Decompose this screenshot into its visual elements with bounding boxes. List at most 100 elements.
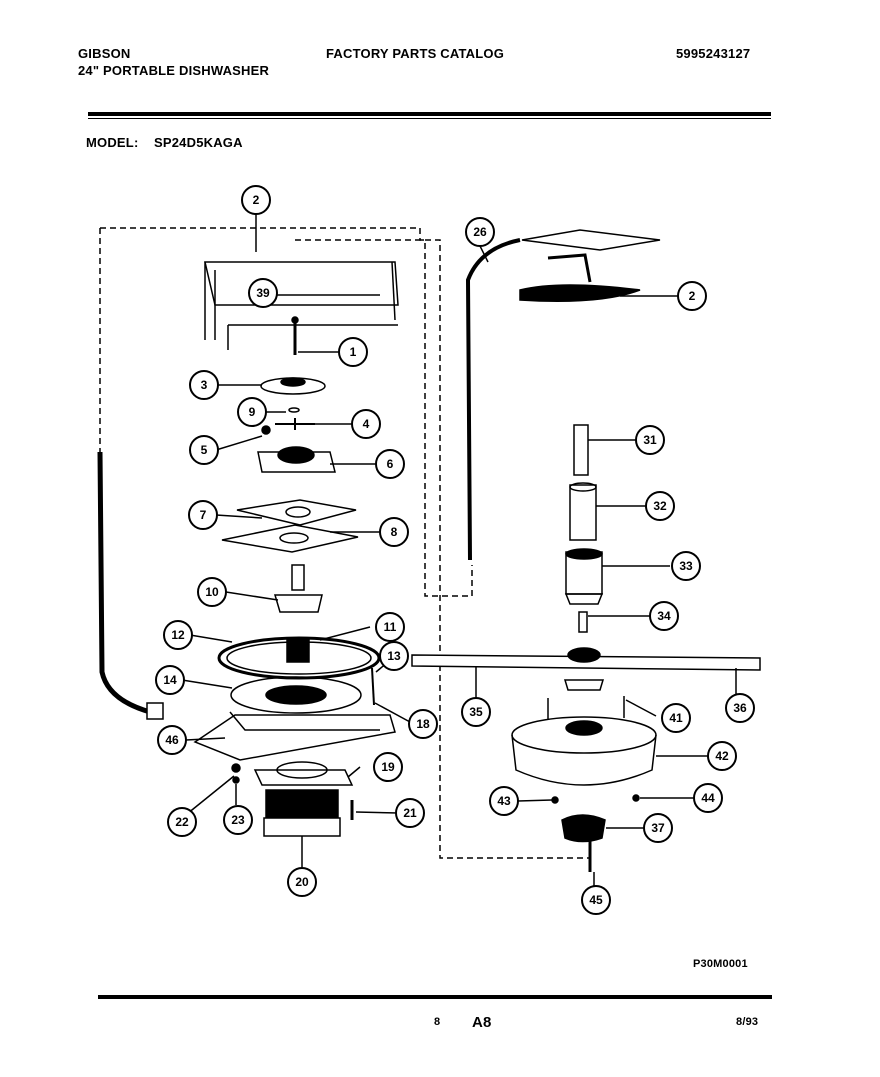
callout-c-33: 33 bbox=[671, 551, 701, 581]
callout-label: 32 bbox=[653, 499, 667, 513]
callout-c-13: 13 bbox=[379, 641, 409, 671]
callout-c-39: 39 bbox=[248, 278, 278, 308]
callout-c-2b: 2 bbox=[677, 281, 707, 311]
part-14-housing bbox=[230, 676, 362, 714]
callout-circle bbox=[375, 449, 405, 479]
callout-label: 37 bbox=[651, 821, 665, 835]
callout-c-31: 31 bbox=[635, 425, 665, 455]
callout-circle bbox=[649, 601, 679, 631]
callout-circle bbox=[489, 786, 519, 816]
callout-c-41: 41 bbox=[661, 703, 691, 733]
part-7-plate bbox=[236, 499, 357, 526]
callout-circle bbox=[167, 807, 197, 837]
callout-circle bbox=[287, 867, 317, 897]
callout-label: 5 bbox=[201, 443, 208, 457]
callout-circle bbox=[465, 217, 495, 247]
callout-circle bbox=[189, 370, 219, 400]
callout-label: 9 bbox=[249, 405, 256, 419]
callout-circle bbox=[643, 813, 673, 843]
callout-circle bbox=[693, 783, 723, 813]
callout-circle bbox=[223, 805, 253, 835]
callout-circle bbox=[157, 725, 187, 755]
callout-label: 31 bbox=[643, 433, 657, 447]
callout-c-36: 36 bbox=[725, 693, 755, 723]
callout-circle bbox=[237, 397, 267, 427]
callout-c-20: 20 bbox=[287, 867, 317, 897]
catalog-part-number: 5995243127 bbox=[676, 46, 751, 61]
callout-label: 39 bbox=[256, 286, 270, 300]
model-number: SP24D5KAGA bbox=[154, 135, 243, 150]
header-rule-thin bbox=[88, 118, 771, 119]
callout-label: 45 bbox=[589, 893, 603, 907]
callout-c-32: 32 bbox=[645, 491, 675, 521]
callout-label: 2 bbox=[253, 193, 260, 207]
callout-label: 7 bbox=[200, 508, 207, 522]
callout-circle bbox=[671, 551, 701, 581]
callout-c-6: 6 bbox=[375, 449, 405, 479]
callout-circle bbox=[677, 281, 707, 311]
callout-c-1: 1 bbox=[338, 337, 368, 367]
part-12-ring bbox=[217, 636, 381, 680]
callout-c-11: 11 bbox=[375, 612, 405, 642]
drain-hose bbox=[97, 451, 151, 715]
dashed-assembly-outline-left bbox=[100, 227, 473, 597]
callout-c-19: 19 bbox=[373, 752, 403, 782]
callout-c-21: 21 bbox=[395, 798, 425, 828]
part-46-base-plate bbox=[193, 714, 396, 761]
callout-label: 13 bbox=[387, 649, 401, 663]
callout-circle bbox=[248, 278, 278, 308]
callout-c-18: 18 bbox=[408, 709, 438, 739]
callout-label: 19 bbox=[381, 760, 395, 774]
callout-c-7: 7 bbox=[188, 500, 218, 530]
callout-c-44: 44 bbox=[693, 783, 723, 813]
upper-spray-arm bbox=[521, 229, 661, 251]
callout-label: 26 bbox=[473, 225, 487, 239]
callout-label: 35 bbox=[469, 705, 483, 719]
section-code: A8 bbox=[472, 1014, 492, 1031]
callout-label: 1 bbox=[350, 345, 357, 359]
part-26-tube bbox=[465, 238, 521, 561]
callout-label: 34 bbox=[657, 609, 671, 623]
part-37-impeller bbox=[561, 814, 606, 843]
revision-date: 8/93 bbox=[736, 1016, 759, 1028]
callout-circle bbox=[581, 885, 611, 915]
model-label: MODEL: bbox=[86, 135, 139, 150]
callout-label: 43 bbox=[497, 794, 511, 808]
callout-label: 44 bbox=[701, 791, 715, 805]
callout-label: 42 bbox=[715, 749, 729, 763]
brand-name: GIBSON bbox=[78, 46, 131, 61]
callout-label: 23 bbox=[231, 813, 245, 827]
drawing-code: P30M0001 bbox=[693, 958, 748, 970]
callout-c-23: 23 bbox=[223, 805, 253, 835]
part-31-tube bbox=[573, 424, 589, 476]
callout-c-4: 4 bbox=[351, 409, 381, 439]
callout-circle bbox=[379, 641, 409, 671]
callout-circle bbox=[351, 409, 381, 439]
callout-c-46: 46 bbox=[157, 725, 187, 755]
callout-label: 14 bbox=[163, 673, 177, 687]
page-number: 8 bbox=[434, 1016, 441, 1028]
callout-circle bbox=[155, 665, 185, 695]
callout-circle bbox=[707, 741, 737, 771]
callout-circle bbox=[338, 337, 368, 367]
callout-circle bbox=[379, 517, 409, 547]
part-8-gasket bbox=[221, 524, 359, 553]
callout-c-22: 22 bbox=[167, 807, 197, 837]
callout-c-12: 12 bbox=[163, 620, 193, 650]
callout-circle bbox=[645, 491, 675, 521]
callout-c-45: 45 bbox=[581, 885, 611, 915]
callout-c-34: 34 bbox=[649, 601, 679, 631]
callout-circle bbox=[635, 425, 665, 455]
callout-label: 2 bbox=[689, 289, 696, 303]
callout-c-37: 37 bbox=[643, 813, 673, 843]
part-32-sleeve bbox=[569, 484, 597, 541]
callout-circle bbox=[461, 697, 491, 727]
callout-c-43: 43 bbox=[489, 786, 519, 816]
callout-circle bbox=[241, 185, 271, 215]
callout-c-42: 42 bbox=[707, 741, 737, 771]
callout-c-5: 5 bbox=[189, 435, 219, 465]
callout-label: 4 bbox=[363, 417, 370, 431]
